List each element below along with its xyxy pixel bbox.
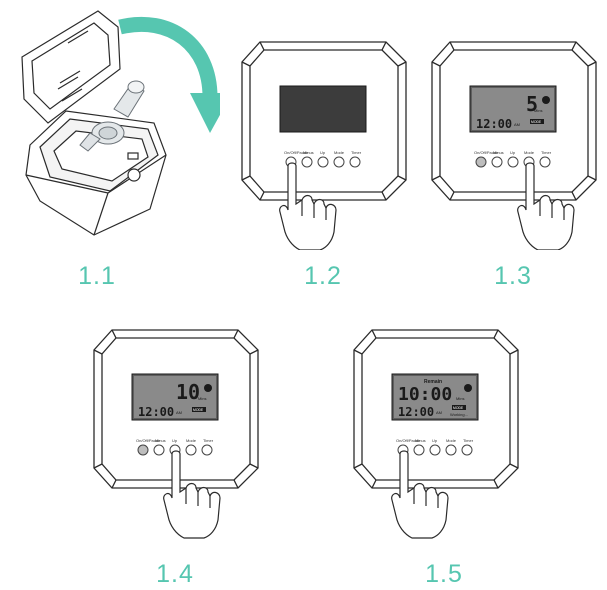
- plus-button[interactable]: [317, 156, 329, 168]
- pointing-hand-icon: [279, 162, 337, 251]
- lcd-minutes-unit: Mins: [456, 396, 464, 401]
- timer-button[interactable]: [349, 156, 361, 168]
- cpap-mask-icon: [79, 80, 145, 152]
- button-label-mode: Mode: [334, 150, 345, 155]
- button-label-minus: Minus: [303, 150, 314, 155]
- lcd-minutes-value: 5: [526, 92, 538, 116]
- step-label-1-4: 1.4: [156, 560, 194, 588]
- mode-button[interactable]: [333, 156, 345, 168]
- figure-1-4: 10 Mins 12:00 AM MODE On/Off/Pause Minus…: [92, 328, 264, 551]
- timer-button[interactable]: [461, 444, 473, 456]
- curved-arrow-icon: [118, 16, 232, 133]
- figure-1-1: [10, 5, 232, 250]
- button-label-up: Up: [320, 150, 326, 155]
- lcd-clock: 12:00: [138, 405, 174, 419]
- button-label-mode: Mode: [186, 438, 197, 443]
- button-label-timer: Timer: [203, 438, 214, 443]
- lcd-remaining-time: 10:00: [398, 384, 452, 405]
- device-body: [25, 110, 167, 236]
- button-label-minus: Minus: [493, 150, 504, 155]
- step-label-1-2: 1.2: [304, 262, 342, 290]
- button-label-timer: Timer: [541, 150, 552, 155]
- step-label-1-3: 1.3: [494, 262, 532, 290]
- uv-indicator-icon: [542, 96, 550, 104]
- lcd-minutes-value: 10: [176, 380, 200, 404]
- mode-button[interactable]: [185, 444, 197, 456]
- plus-button[interactable]: [507, 156, 519, 168]
- lcd-status: Working...: [450, 412, 468, 417]
- minus-button[interactable]: [413, 444, 425, 456]
- device-lid: [21, 10, 121, 124]
- step-label-1-1: 1.1: [78, 262, 116, 290]
- lcd-remain-header: Remain: [424, 379, 442, 385]
- power-button[interactable]: [137, 444, 149, 456]
- minus-button[interactable]: [301, 156, 313, 168]
- button-row[interactable]: On/Off/Pause Minus Up Mode Timer: [396, 438, 474, 456]
- button-label-power: On/Off/Pause: [136, 438, 161, 443]
- uv-indicator-icon: [464, 384, 472, 392]
- mode-button[interactable]: [445, 444, 457, 456]
- button-row[interactable]: On/Off/Pause Minus Up Mode Timer: [474, 150, 552, 168]
- button-row[interactable]: On/Off/Pause Minus Up Mode Timer: [284, 150, 362, 168]
- button-label-power: On/Off/Pause: [396, 438, 421, 443]
- button-label-power: On/Off/Pause: [474, 150, 499, 155]
- lcd-clock: 12:00: [398, 405, 434, 419]
- lcd-minutes-unit: Mins: [534, 108, 542, 113]
- minus-button[interactable]: [153, 444, 165, 456]
- minus-button[interactable]: [491, 156, 503, 168]
- step-label-1-5: 1.5: [425, 560, 463, 588]
- lcd-mode-badge: MODE: [531, 120, 542, 124]
- lcd-clock-suffix: AM: [514, 122, 520, 127]
- lcd-mode-badge: MODE: [193, 408, 204, 412]
- button-label-minus: Minus: [155, 438, 166, 443]
- timer-button[interactable]: [539, 156, 551, 168]
- pointing-hand-icon: [163, 450, 221, 539]
- lcd-screen: 5 Mins 12:00 AM MODE: [469, 85, 557, 133]
- lcd-mode-badge: MODE: [453, 406, 464, 410]
- plus-button[interactable]: [429, 444, 441, 456]
- button-label-up: Up: [432, 438, 438, 443]
- button-label-mode: Mode: [446, 438, 457, 443]
- lcd-screen: Remain 10:00 Mins 12:00 AM MODE Working.…: [391, 373, 479, 421]
- figure-1-5: Remain 10:00 Mins 12:00 AM MODE Working.…: [352, 328, 524, 551]
- button-label-up: Up: [172, 438, 178, 443]
- timer-button[interactable]: [201, 444, 213, 456]
- figure-1-3: 5 Mins 12:00 AM MODE On/Off/Pause Minus …: [430, 40, 602, 255]
- pointing-hand-icon: [391, 450, 449, 539]
- lcd-clock-suffix: AM: [176, 410, 182, 415]
- lcd-minutes-unit: Mins: [198, 396, 206, 401]
- uv-indicator-icon: [204, 384, 212, 392]
- button-label-power: On/Off/Pause: [284, 150, 309, 155]
- pointing-hand-icon: [517, 162, 575, 251]
- button-label-mode: Mode: [524, 150, 535, 155]
- power-button[interactable]: [475, 156, 487, 168]
- figure-1-2: On/Off/Pause Minus Up Mode Timer: [240, 40, 410, 255]
- button-label-timer: Timer: [463, 438, 474, 443]
- button-label-minus: Minus: [415, 438, 426, 443]
- lcd-screen: [279, 85, 367, 133]
- lcd-screen: 10 Mins 12:00 AM MODE: [131, 373, 219, 421]
- button-label-timer: Timer: [351, 150, 362, 155]
- lcd-clock: 12:00: [476, 117, 512, 131]
- lcd-clock-suffix: AM: [436, 410, 442, 415]
- button-label-up: Up: [510, 150, 516, 155]
